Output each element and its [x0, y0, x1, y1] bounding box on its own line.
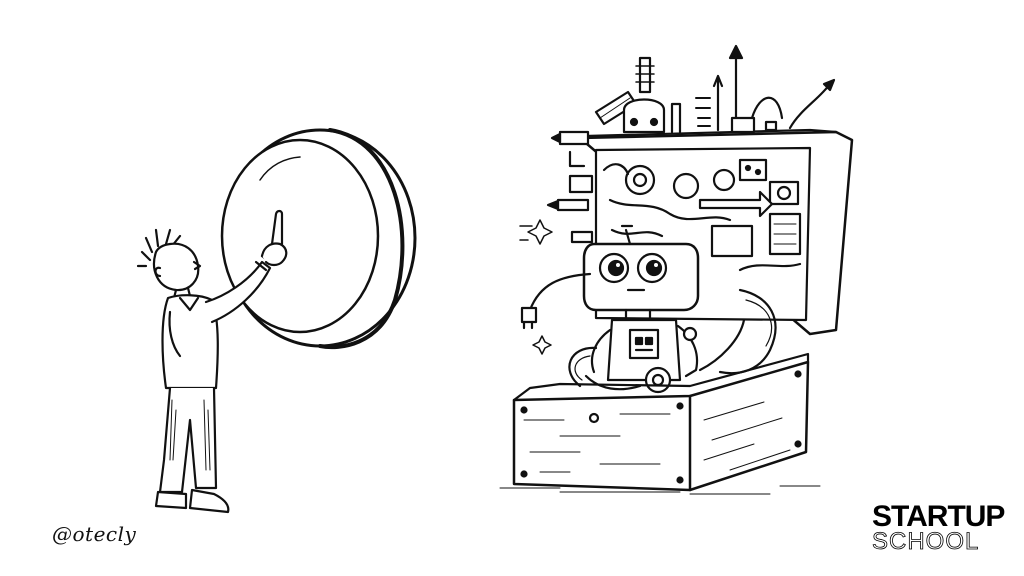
- startup-school-logo: STARTUP SCHOOL: [872, 500, 1006, 555]
- big-button-illustration: [220, 128, 417, 350]
- robot-box-illustration: [499, 44, 854, 495]
- person-illustration: [136, 209, 288, 514]
- artist-signature: @otecly: [52, 522, 137, 546]
- logo-line-school: SCHOOL: [872, 528, 980, 555]
- logo-line-startup: STARTUP: [872, 500, 1005, 533]
